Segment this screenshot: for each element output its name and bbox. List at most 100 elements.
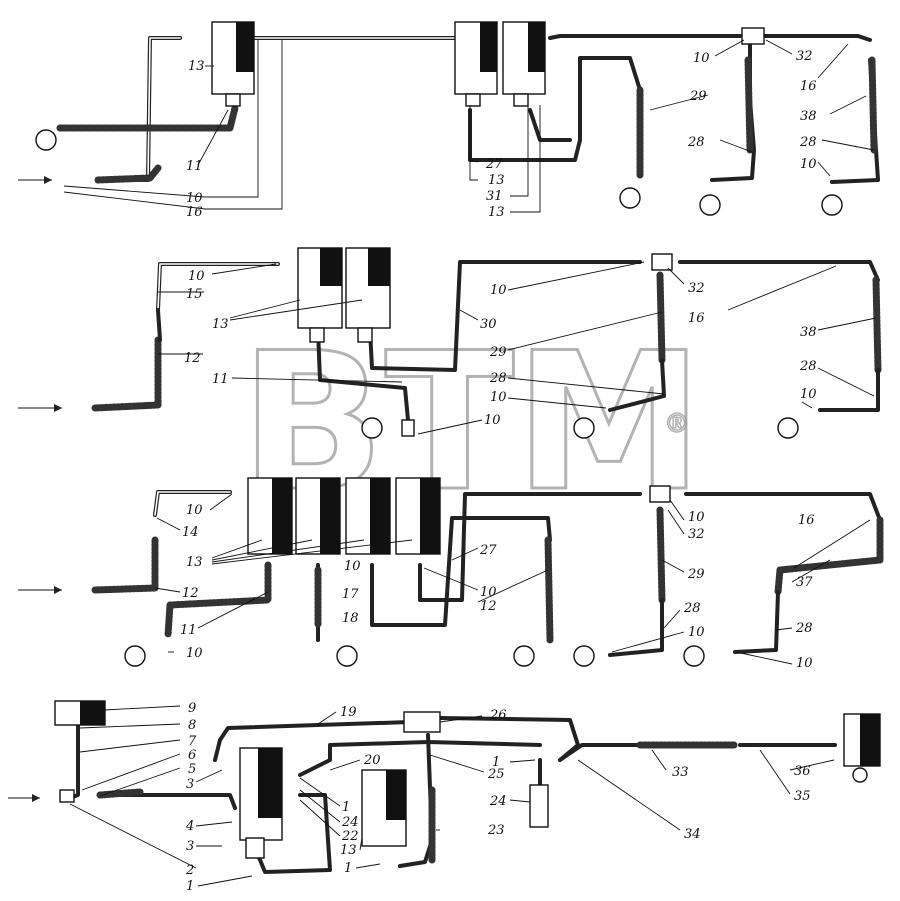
label-s3-10: 10 bbox=[186, 503, 203, 518]
label-s4-6: 6 bbox=[188, 748, 196, 763]
label-s3-10g: 10 bbox=[796, 656, 813, 671]
brake-chamber-5 bbox=[361, 417, 383, 439]
label-s4-2: 2 bbox=[185, 863, 194, 878]
section-2-circuit: 10 15 12 13 11 30 10 32 16 38 29 28 28 1… bbox=[18, 247, 882, 439]
tee-fitting-1 bbox=[741, 27, 765, 45]
watermark-registered-mark: ® bbox=[664, 409, 690, 439]
label-s3-28b: 28 bbox=[795, 621, 813, 636]
label-s1-13: 13 bbox=[188, 59, 205, 74]
label-s3-11: 11 bbox=[180, 623, 197, 638]
valve-s2 bbox=[401, 419, 415, 437]
section-3-circuit: 10 14 13 12 11 10 10 17 18 27 10 12 10 3… bbox=[18, 477, 884, 671]
air-tank-8 bbox=[345, 477, 391, 555]
label-s4-34: 34 bbox=[684, 827, 701, 842]
brake-chamber-2 bbox=[619, 187, 641, 209]
label-s1-13c: 13 bbox=[488, 205, 505, 220]
label-s1-32: 32 bbox=[796, 49, 813, 64]
label-s3-12: 12 bbox=[182, 586, 199, 601]
label-s3-10e: 10 bbox=[688, 510, 705, 525]
label-s2-11: 11 bbox=[212, 372, 229, 387]
label-s2-12: 12 bbox=[184, 351, 201, 366]
label-s2-28b: 28 bbox=[799, 359, 817, 374]
label-s1-13b: 13 bbox=[488, 173, 505, 188]
label-s2-15: 15 bbox=[186, 287, 203, 302]
label-s2-10e: 10 bbox=[800, 387, 817, 402]
label-s3-27: 27 bbox=[479, 543, 497, 558]
label-s1-10c: 10 bbox=[800, 157, 817, 172]
air-tank-7 bbox=[295, 477, 341, 555]
label-s4-36: 36 bbox=[794, 764, 811, 779]
air-tank-1 bbox=[211, 21, 255, 107]
brake-chamber-11 bbox=[573, 645, 595, 667]
air-tank-5 bbox=[345, 247, 391, 343]
label-s4-1d: 1 bbox=[344, 861, 352, 876]
brake-chamber-10 bbox=[513, 645, 535, 667]
label-s2-10: 10 bbox=[188, 269, 205, 284]
label-s4-8: 8 bbox=[188, 718, 196, 733]
inlet-fitting-2 bbox=[59, 789, 75, 803]
air-tank-9 bbox=[395, 477, 441, 555]
label-s1-28: 28 bbox=[687, 135, 705, 150]
air-tank-13 bbox=[361, 769, 407, 847]
label-s1-16: 16 bbox=[186, 205, 203, 220]
label-s3-10f: 10 bbox=[688, 625, 705, 640]
section-4-circuit: 9 8 7 6 5 3 4 3 2 1 19 20 1 24 22 26 25 … bbox=[8, 700, 881, 894]
air-tank-6 bbox=[247, 477, 293, 555]
label-s4-23: 23 bbox=[487, 823, 505, 838]
label-s3-12b: 12 bbox=[480, 599, 497, 614]
label-s3-37: 37 bbox=[796, 575, 813, 590]
label-s1-28b: 28 bbox=[799, 135, 817, 150]
label-s4-22: 22 bbox=[341, 829, 359, 844]
label-s2-29: 29 bbox=[489, 345, 507, 360]
label-s1-31: 31 bbox=[486, 189, 503, 204]
label-s3-32: 32 bbox=[688, 527, 705, 542]
label-s2-13: 13 bbox=[212, 317, 229, 332]
label-s3-10d: 10 bbox=[480, 585, 497, 600]
label-s4-3: 3 bbox=[186, 777, 194, 792]
label-s1-10: 10 bbox=[186, 191, 203, 206]
label-s3-10c: 10 bbox=[344, 559, 361, 574]
label-s2-10d: 10 bbox=[484, 413, 501, 428]
label-s2-16: 16 bbox=[688, 311, 705, 326]
section-1-circuit: 13 11 10 16 27 13 31 13 10 32 29 16 38 2… bbox=[18, 21, 880, 220]
brake-chamber-3 bbox=[699, 194, 721, 216]
label-s3-13: 13 bbox=[186, 555, 203, 570]
label-s3-29: 29 bbox=[687, 567, 705, 582]
label-s1-27: 27 bbox=[485, 157, 503, 172]
label-s4-24: 24 bbox=[341, 815, 359, 830]
label-s1-11: 11 bbox=[186, 159, 203, 174]
brake-chamber-7 bbox=[777, 417, 799, 439]
label-s1-16b: 16 bbox=[800, 79, 817, 94]
label-s4-26: 26 bbox=[489, 708, 507, 723]
label-s4-24b: 24 bbox=[489, 794, 507, 809]
label-s4-3b: 3 bbox=[186, 839, 194, 854]
air-tank-4 bbox=[297, 247, 343, 343]
label-s4-20: 20 bbox=[363, 753, 381, 768]
brake-chamber-8 bbox=[124, 645, 146, 667]
label-s4-9: 9 bbox=[188, 701, 196, 716]
label-s4-1: 1 bbox=[186, 879, 194, 894]
label-s3-10b: 10 bbox=[186, 646, 203, 661]
brake-chamber-6 bbox=[573, 417, 595, 439]
label-s1-38: 38 bbox=[800, 109, 817, 124]
valve-26 bbox=[403, 711, 441, 733]
brake-chamber-9 bbox=[336, 645, 358, 667]
label-s4-19: 19 bbox=[340, 705, 357, 720]
air-tank-3 bbox=[502, 21, 546, 107]
label-s4-25: 25 bbox=[487, 767, 505, 782]
label-s2-32: 32 bbox=[688, 281, 705, 296]
air-tank-2 bbox=[454, 21, 498, 107]
label-s4-33: 33 bbox=[672, 765, 689, 780]
label-s4-13: 13 bbox=[340, 843, 357, 858]
label-s2-38: 38 bbox=[800, 325, 817, 340]
cylinder-24 bbox=[529, 784, 549, 828]
label-s3-16: 16 bbox=[798, 513, 815, 528]
label-s4-1c: 1 bbox=[492, 755, 500, 770]
air-dryer-unit bbox=[239, 747, 283, 859]
label-s3-17: 17 bbox=[342, 587, 359, 602]
label-s1-10b: 10 bbox=[693, 51, 710, 66]
label-s2-28: 28 bbox=[489, 371, 507, 386]
tee-fitting-3 bbox=[649, 485, 671, 503]
label-s4-4: 4 bbox=[185, 819, 194, 834]
